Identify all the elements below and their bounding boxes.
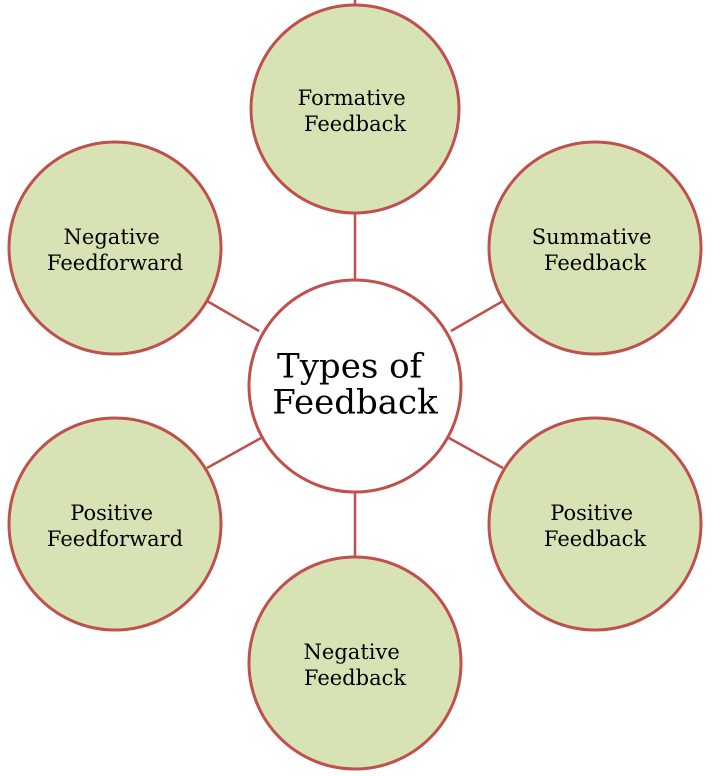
node-label: Negative Feedforward bbox=[47, 225, 183, 275]
node-label-line-1: Formative bbox=[298, 86, 406, 110]
center-label-line-1: Types of bbox=[277, 347, 424, 387]
node-circle bbox=[487, 416, 703, 632]
node-label: Summative Feedback bbox=[532, 225, 658, 275]
connector-positive-feedforward bbox=[206, 436, 262, 470]
node-label-line-2: Feedback bbox=[544, 251, 646, 275]
center-label: Types of Feedback bbox=[272, 347, 438, 423]
node-label-line-1: Negative bbox=[64, 225, 160, 249]
node-label-line-2: Feedforward bbox=[47, 251, 183, 275]
node-label-line-2: Feedforward bbox=[47, 527, 183, 551]
connector-summative bbox=[450, 299, 504, 333]
node-label: Positive Feedback bbox=[544, 501, 646, 551]
center-label-line-2: Feedback bbox=[272, 382, 438, 422]
node-positive-feedback: Positive Feedback bbox=[487, 416, 703, 632]
node-formative-feedback: Formative Feedback bbox=[249, 3, 461, 215]
node-circle bbox=[249, 3, 461, 215]
node-label: Positive Feedforward bbox=[47, 501, 183, 551]
node-label-line-1: Summative bbox=[532, 225, 652, 249]
node-negative-feedback: Negative Feedback bbox=[247, 555, 463, 771]
node-label-line-2: Feedback bbox=[304, 666, 406, 690]
node-label: Negative Feedback bbox=[304, 640, 407, 690]
node-circle bbox=[7, 416, 223, 632]
node-circle bbox=[487, 140, 703, 356]
node-label-line-1: Negative bbox=[304, 640, 400, 664]
connector-positive-feedback bbox=[448, 436, 504, 470]
node-label-line-2: Feedback bbox=[544, 527, 646, 551]
node-circle bbox=[247, 555, 463, 771]
connector-negative-feedforward bbox=[206, 299, 260, 333]
center-node bbox=[247, 278, 463, 494]
node-label-line-2: Feedback bbox=[304, 112, 406, 136]
node-summative-feedback: Summative Feedback bbox=[487, 140, 703, 356]
node-label: Formative Feedback bbox=[298, 86, 413, 136]
node-positive-feedforward: Positive Feedforward bbox=[7, 416, 223, 632]
node-label-line-1: Positive bbox=[550, 501, 633, 525]
node-label-line-1: Positive bbox=[70, 501, 153, 525]
node-negative-feedforward: Negative Feedforward bbox=[7, 140, 223, 356]
node-circle bbox=[7, 140, 223, 356]
